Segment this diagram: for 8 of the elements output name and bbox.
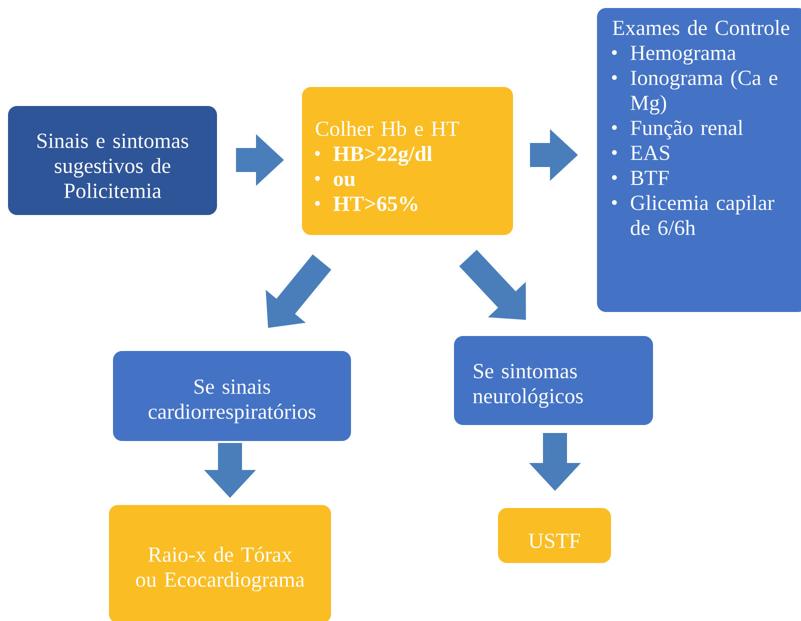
process-box: Colher Hb e HT HB>22g/dl ou HT>65% (302, 87, 513, 235)
process-box: Sinais e sintomas sugestivos de Policitemia (8, 106, 217, 215)
process-box: Se sintomas neurológicos (454, 336, 653, 425)
process-box: Exames de Controle Hemograma Ionograma (Ca e Mg) Função renal EAS BTF Glicemia capilar de 6/6h (597, 8, 801, 312)
process-box: Se sinais cardiorrespiratórios (113, 351, 351, 441)
process-box: USTF (498, 508, 611, 563)
block-arrow (459, 250, 526, 320)
process-box: Raio-x de Tórax ou Ecocardiograma (109, 505, 331, 621)
